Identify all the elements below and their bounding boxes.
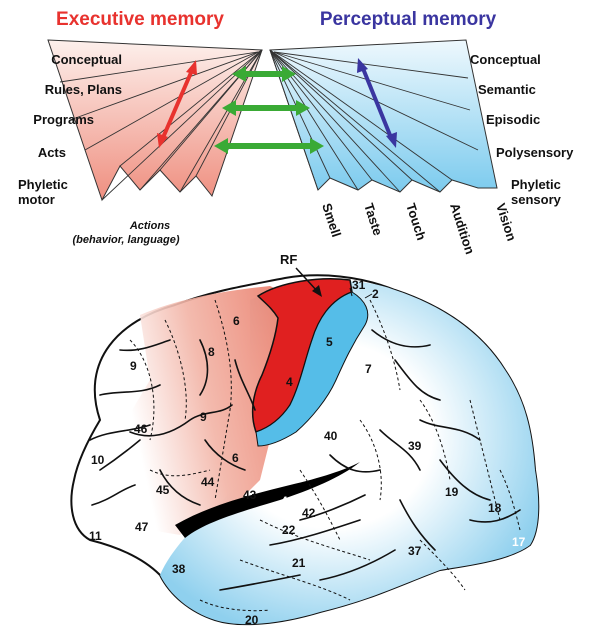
perceptual-level-polysensory: Polysensory [496,145,574,160]
area-2-label: 2 [372,287,379,301]
executive-motor-label: motor [18,192,55,207]
sense-smell: Smell [319,201,344,239]
area-41-label: 41 [281,494,295,508]
perceptual-level-semantic: Semantic [478,82,536,97]
area-39-label: 39 [408,439,422,453]
area-20-label: 20 [245,613,259,627]
perceptual-level-conceptual: Conceptual [470,52,541,67]
perceptual-memory-title: Perceptual memory [320,9,497,30]
link-arrow-episodic [222,100,310,116]
executive-level-rules-plans: Rules, Plans [45,82,122,97]
area-22-label: 22 [282,523,296,537]
perceptual-phyletic-label: Phyletic [511,177,561,192]
area-10-label: 10 [91,453,105,467]
area-44-label: 44 [201,475,215,489]
sense-taste: Taste [361,201,385,237]
area-5-label: 5 [326,335,333,349]
sense-audition: Audition [447,201,478,256]
area-46-label: 46 [134,422,148,436]
area-9-upper-label: 9 [130,359,137,373]
area-7-label: 7 [365,362,372,376]
actions-label: Actions [129,220,170,232]
rf-label: RF [280,252,297,267]
perceptual-level-episodic: Episodic [486,112,540,127]
area-31-label: 31 [352,278,366,292]
executive-level-programs: Programs [33,112,94,127]
area-4-label: 4 [286,375,293,389]
executive-memory-title: Executive memory [56,9,224,30]
executive-level-conceptual: Conceptual [51,52,122,67]
area-38-label: 38 [172,562,186,576]
sense-touch: Touch [403,201,429,242]
area-9-lower-label: 9 [200,410,207,424]
brain-lateral-view: RF 31 2 6 8 5 9 4 7 46 9 40 39 10 6 45 4… [71,252,538,627]
executive-phyletic-label: Phyletic [18,177,68,192]
area-45-label: 45 [156,483,170,497]
area-43-label: 43 [243,488,257,502]
area-17-label: 17 [512,535,526,549]
executive-level-acts: Acts [38,145,66,160]
area-6-lower-label: 6 [232,451,239,465]
area-18-label: 18 [488,501,502,515]
actions-sublabel: (behavior, language) [73,234,180,246]
area-11-label: 11 [89,529,102,543]
area-47-label: 47 [135,520,149,534]
area-40-label: 40 [324,429,338,443]
perceptual-sensory-label: sensory [511,192,562,207]
area-19-label: 19 [445,485,459,499]
area-6-upper-label: 6 [233,314,240,328]
area-42-label: 42 [302,506,316,520]
area-21-label: 21 [292,556,306,570]
area-37-label: 37 [408,544,422,558]
sense-vision: Vision [493,201,519,243]
area-8-label: 8 [208,345,215,359]
